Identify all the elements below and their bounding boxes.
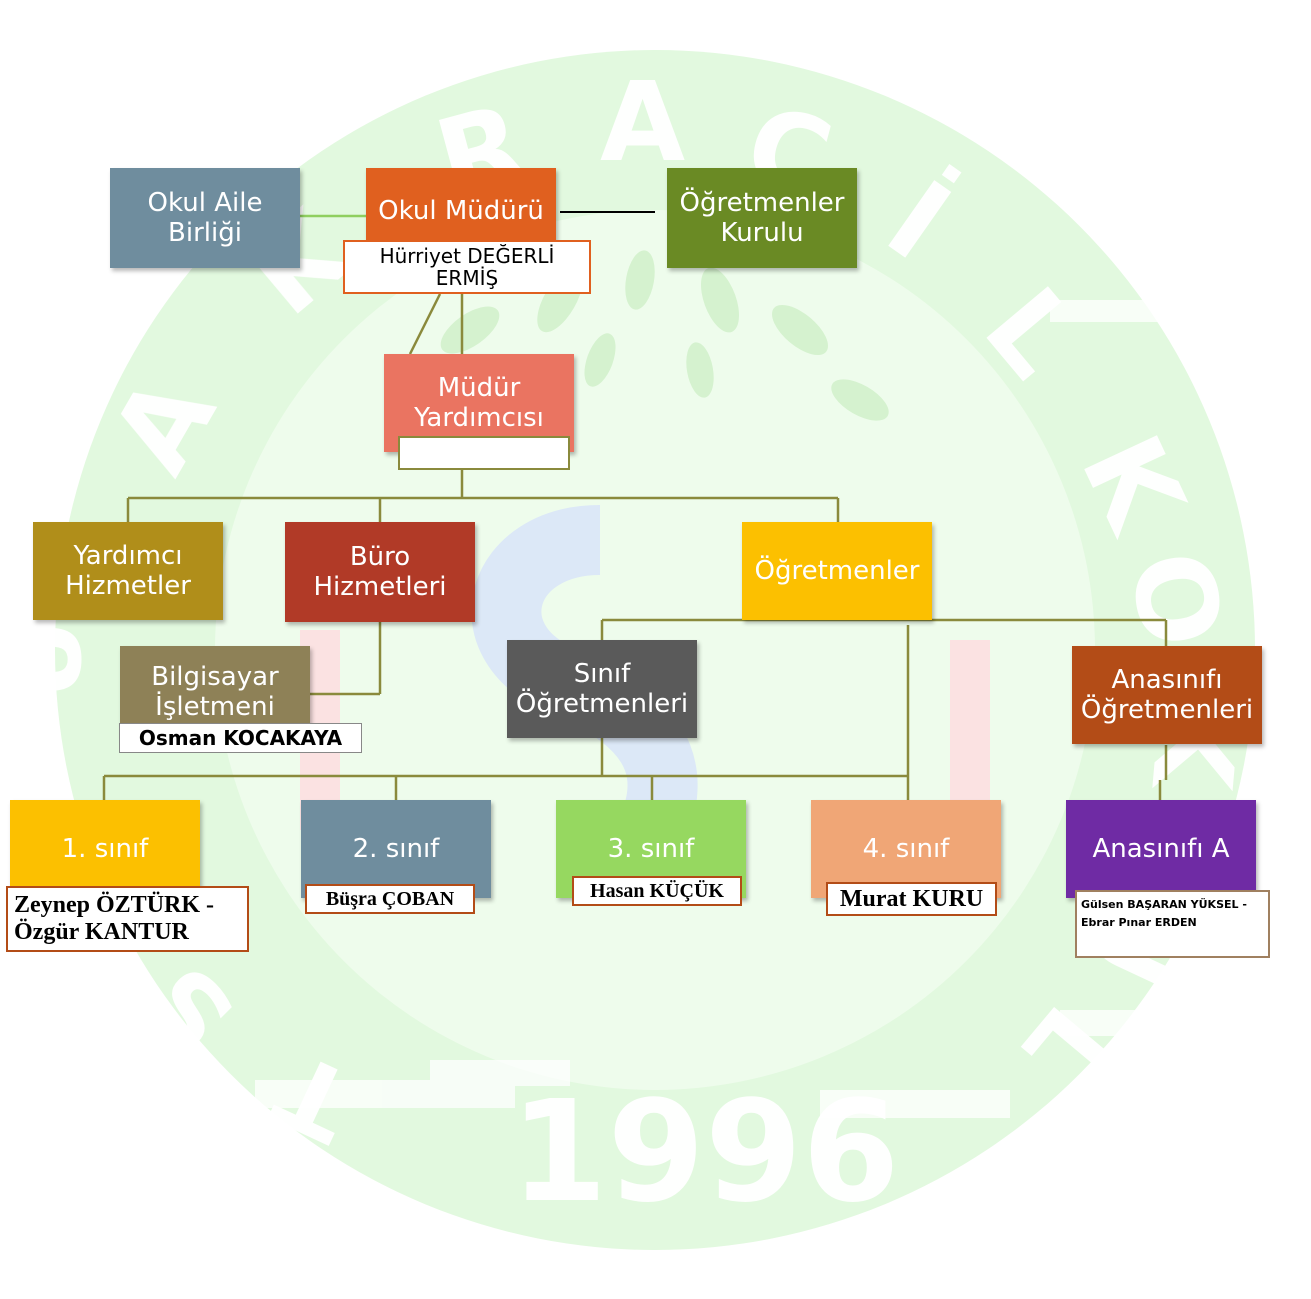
bilgisayar-isletmeni-box: Bilgisayar İşletmeni [120, 646, 310, 738]
anasinifi-ogretmenleri-box: Anasınıfı Öğretmenleri [1072, 646, 1262, 744]
sinif-1-teachers: Zeynep ÖZTÜRK - Özgür KANTUR [6, 886, 249, 952]
ogretmenler-box: Öğretmenler [742, 522, 932, 620]
sinif-4-box: 4. sınıf [811, 800, 1001, 898]
sinif-1-box: 1. sınıf [10, 800, 200, 898]
bilgisayar-isletmeni-name: Osman KOCAKAYA [119, 723, 362, 753]
buro-hizmetleri-box: Büro Hizmetleri [285, 522, 475, 622]
ogretmenler-kurulu-box: Öğretmenler Kurulu [667, 168, 857, 268]
watermark-letter-9: O [1104, 542, 1246, 656]
okul-muduru-name: Hürriyet DEĞERLİ ERMİŞ [343, 240, 591, 294]
sinif-2-teacher: Büşra ÇOBAN [305, 884, 475, 914]
mudur-yardimcisi-box: Müdür Yardımcısı [384, 354, 574, 452]
watermark-year: 1996 [510, 1071, 900, 1234]
anasinifi-a-box: Anasınıfı A [1066, 800, 1256, 898]
sinif-2-box: 2. sınıf [301, 800, 491, 898]
sinif-ogretmenleri-box: Sınıf Öğretmenleri [507, 640, 697, 738]
sinif-3-teacher: Hasan KÜÇÜK [572, 876, 742, 906]
anasinifi-a-teachers: Gülsen BAŞARAN YÜKSEL - Ebrar Pınar ERDE… [1075, 890, 1270, 958]
sinif-4-teacher: Murat KURU [826, 882, 997, 916]
watermark-letter-13: U [0, 619, 104, 700]
okul-aile-birligi-box: Okul Aile Birliği [110, 168, 300, 268]
yardimci-hizmetler-box: Yardımcı Hizmetler [33, 522, 223, 620]
okul-muduru-box: Okul Müdürü [366, 168, 556, 254]
watermark-letter-4: A [600, 58, 685, 186]
mudur-yardimcisi-name [398, 436, 570, 470]
